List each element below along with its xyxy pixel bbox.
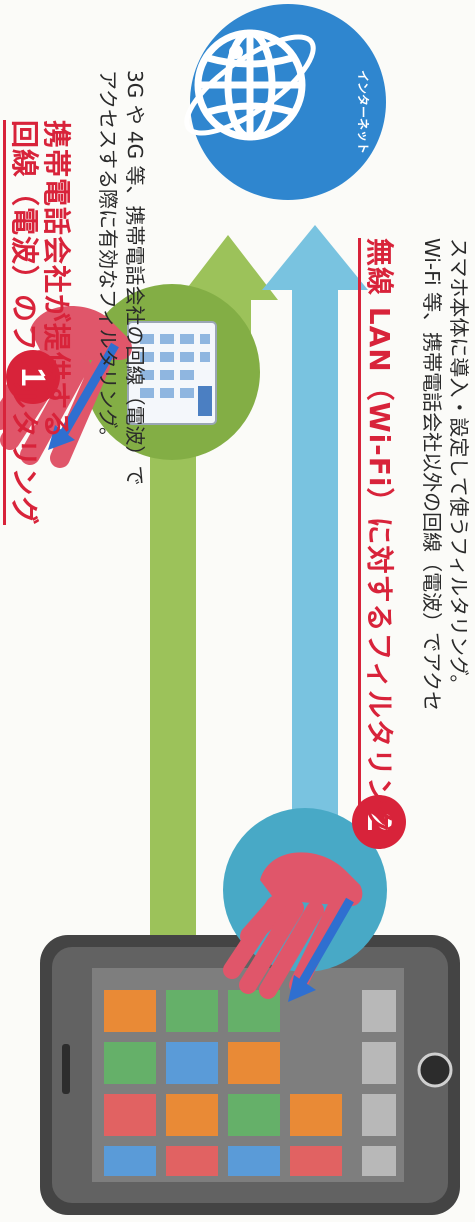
section1-heading-line2: 回線（電波）のフィルタリング xyxy=(2,120,41,526)
section2-desc-line2: Wi-Fi 等、携帯電話会社以外の回線（電波）でアクセ xyxy=(420,238,444,712)
section1-heading: 携帯電話会社が提供する 回線（電波）のフィルタリング xyxy=(2,120,73,526)
section2-description: スマホ本体に導入・設定して使うフィルタリング。 Wi-Fi 等、携帯電話会社以外… xyxy=(418,238,472,711)
section2-heading: 無線 LAN（Wi-Fi）に対するフィルタリング xyxy=(357,238,396,835)
wifi-path-arrow xyxy=(262,225,368,960)
internet-globe-icon xyxy=(184,4,386,200)
smartphone-icon xyxy=(40,935,460,1215)
app-icon-grid xyxy=(104,990,342,1176)
internet-label: インターネット xyxy=(356,70,370,155)
wifi-block-hand-icon xyxy=(223,808,387,1002)
section1-description: 3G や 4G 等、携帯電話会社の回線（電波）で アクセスする際に有効なフィルタ… xyxy=(94,70,148,486)
section1-desc-line2: アクセスする際に有効なフィルタリング。 xyxy=(96,70,120,447)
section2-heading-text: 無線 LAN（Wi-Fi）に対するフィルタリング xyxy=(357,238,396,835)
section1-desc-line1: 3G や 4G 等、携帯電話会社の回線（電波）で xyxy=(123,70,147,486)
carrier-base-station-icon xyxy=(84,284,260,460)
section2-desc-line1: スマホ本体に導入・設定して使うフィルタリング。 xyxy=(447,238,471,695)
section1-heading-line1: 携帯電話会社が提供する xyxy=(40,120,73,440)
